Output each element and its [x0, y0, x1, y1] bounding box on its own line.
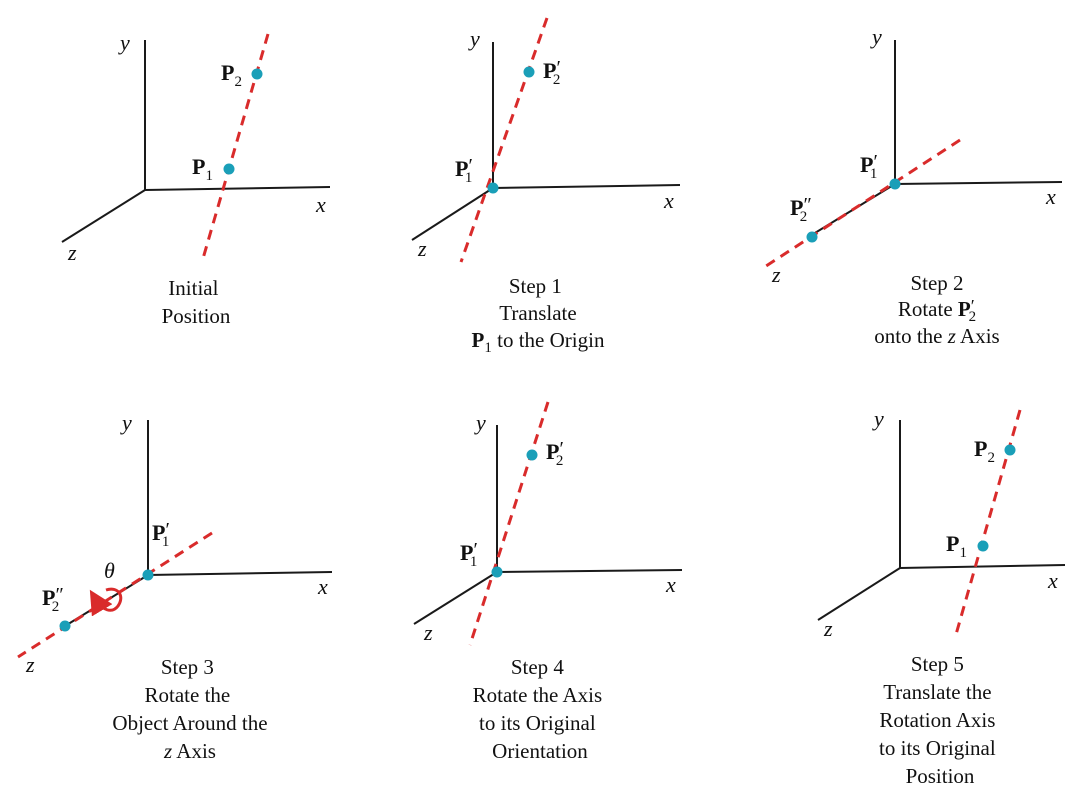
point-p2-double-prime [59, 620, 71, 632]
caption: Step 1 Translate [499, 274, 576, 325]
x-axis-label: x [1047, 568, 1058, 593]
label-p1-prime: P′1 [152, 519, 170, 550]
label-p1-prime: P′1 [460, 539, 478, 570]
z-axis [61, 189, 146, 243]
label-p2: P2 [974, 436, 995, 466]
label-p2-prime: P′2 [543, 57, 561, 88]
caption-line-p1-origin: P1 to the Origin [472, 328, 605, 356]
x-axis [496, 569, 683, 573]
panel-step1: y x z P′2 P′1 Step 1 Translate P1 to the… [411, 17, 681, 356]
label-p2-prime: P′2 [546, 438, 564, 469]
rotation-axis [762, 138, 961, 270]
rotation-axis [17, 531, 213, 659]
point-p2-prime [523, 66, 535, 78]
label-p1-prime: P′1 [455, 155, 473, 186]
label-p1: P1 [192, 154, 213, 184]
panel-initial: y x z P2 P1 Initial Position [61, 30, 331, 328]
caption: Step 4 Rotate the Axis to its Original O… [473, 655, 608, 763]
caption: Initial Position [162, 276, 231, 328]
y-axis-label: y [120, 410, 132, 435]
y-axis-label: y [474, 410, 486, 435]
panel-step3: y x z θ P′1 P″2 Step 3 Rotate the Object… [17, 410, 333, 763]
point-p2-prime [526, 449, 538, 461]
caption-line-onto: onto the z Axis [874, 324, 999, 348]
point-p1-prime [889, 178, 901, 190]
z-axis [413, 571, 498, 625]
point-p2 [251, 68, 263, 80]
rotation-axis [200, 33, 270, 263]
point-p2 [1004, 444, 1016, 456]
x-axis-label: x [665, 572, 676, 597]
z-axis-label: z [417, 236, 427, 261]
y-axis-label: y [870, 24, 882, 49]
label-p2-double-prime: P″2 [42, 584, 64, 615]
z-axis-label: z [423, 620, 433, 645]
point-p1 [223, 163, 235, 175]
x-axis [899, 564, 1066, 569]
z-axis [817, 567, 901, 621]
rotation-arrow-icon [89, 587, 123, 617]
z-axis-label: z [67, 240, 77, 265]
caption: Step 2 [910, 271, 963, 295]
y-axis-label: y [872, 406, 884, 431]
point-p1-prime [142, 569, 154, 581]
rotation-axis [468, 401, 550, 646]
z-axis-label: z [25, 652, 35, 677]
z-axis-label: z [823, 616, 833, 641]
label-p1: P1 [946, 531, 967, 561]
y-axis-label: y [118, 30, 130, 55]
x-axis [147, 571, 333, 576]
rotation-axis [953, 409, 1022, 639]
x-axis-label: x [315, 192, 326, 217]
panel-step5: y x z P2 P1 Step 5 Translate the Rotatio… [817, 406, 1066, 788]
y-axis-label: y [468, 26, 480, 51]
panel-step4: y x z P′2 P′1 Step 4 Rotate the Axis to … [413, 401, 683, 763]
x-axis-label: x [663, 188, 674, 213]
caption-line-z-axis: z Axis [163, 739, 216, 763]
angle-label: θ [104, 558, 115, 583]
z-axis-label: z [771, 262, 781, 287]
caption: Step 3 Rotate the Object Around the [112, 655, 267, 735]
point-p2-double-prime [806, 231, 818, 243]
x-axis [894, 181, 1063, 185]
point-p1-prime [491, 566, 503, 578]
label-p1-prime: P′1 [860, 151, 878, 182]
x-axis [144, 186, 331, 191]
label-p2-double-prime: P″2 [790, 194, 812, 225]
label-p2: P2 [221, 60, 242, 90]
x-axis-label: x [317, 574, 328, 599]
z-axis [411, 187, 494, 241]
x-axis [492, 184, 681, 189]
panel-step2: y x z P′1 P″2 Step 2 Rotate P′2 onto the… [762, 24, 1063, 348]
caption: Step 5 Translate the Rotation Axis to it… [879, 652, 1001, 788]
rotation-axis [459, 17, 549, 263]
x-axis-label: x [1045, 184, 1056, 209]
caption-line-rotate: Rotate P′2 [898, 296, 976, 325]
point-p1 [977, 540, 989, 552]
point-p1-prime [487, 182, 499, 194]
